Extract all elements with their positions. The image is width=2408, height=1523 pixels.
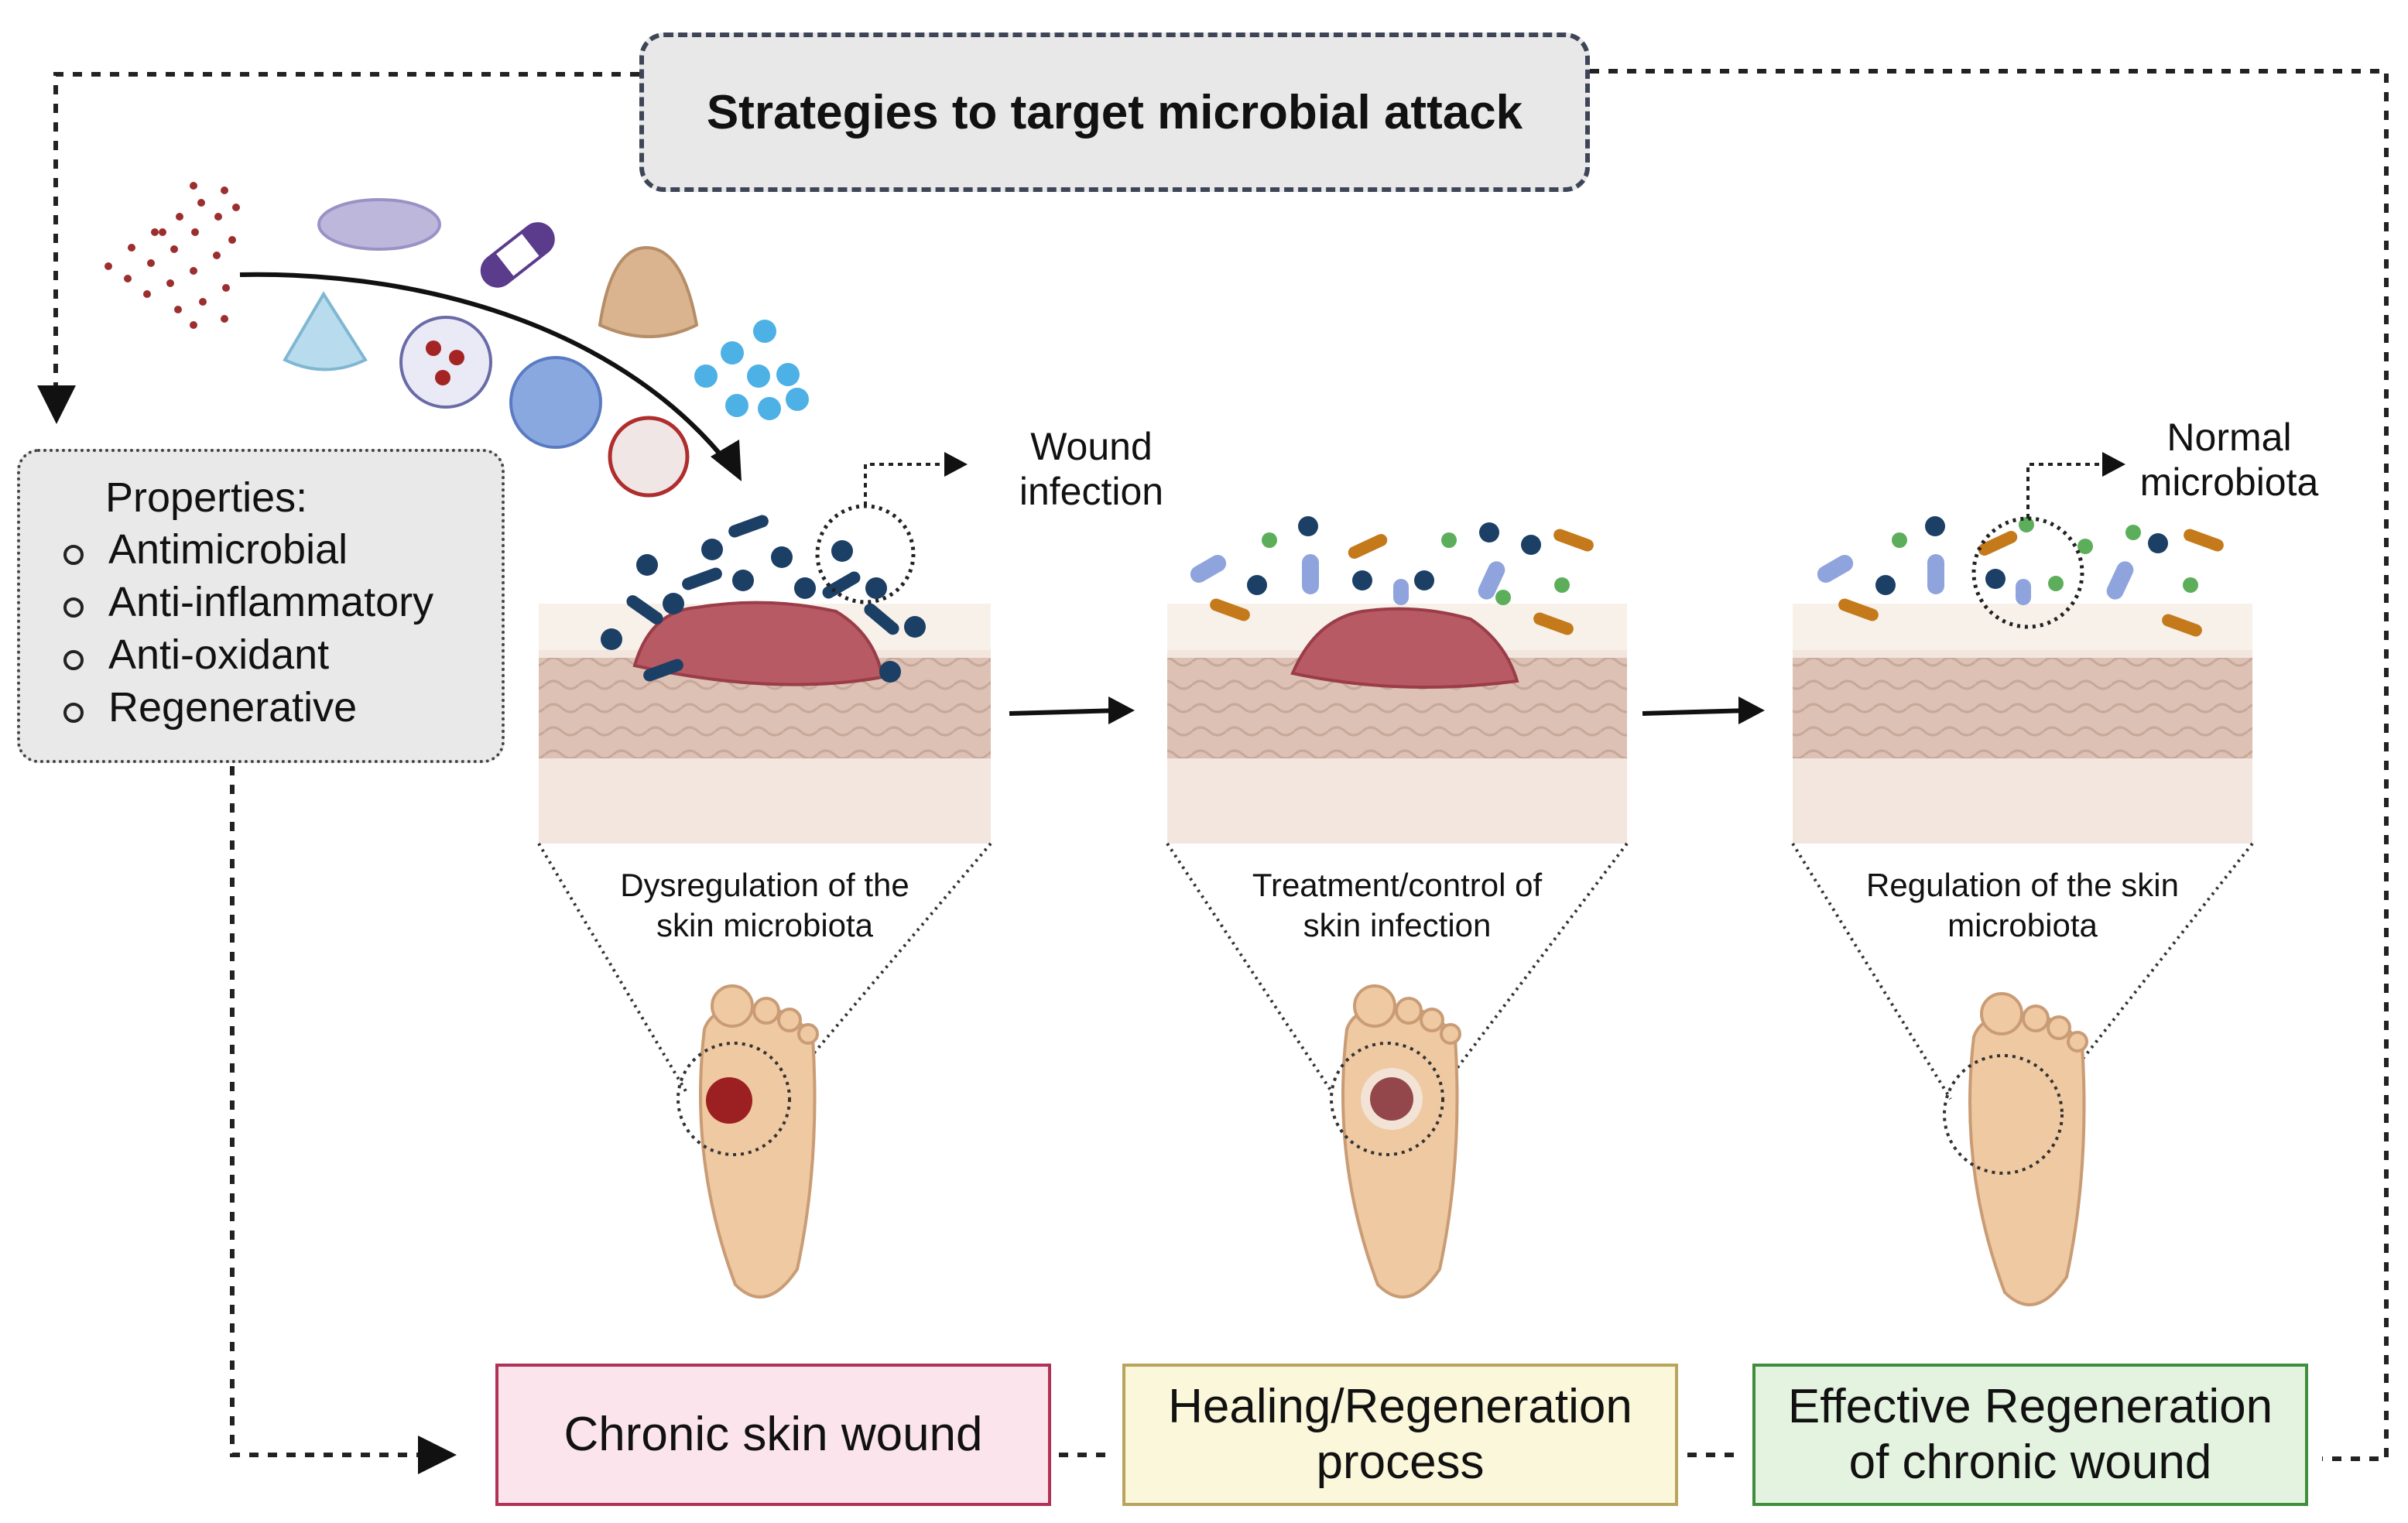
foot-1 xyxy=(677,984,819,1299)
arrow-panel1-to-panel2-head xyxy=(1108,696,1135,724)
panel-2-caption-line1: Treatment/control of xyxy=(1252,867,1543,903)
stage-3-line1: Effective Regeneration xyxy=(1787,1380,2273,1433)
wound-infection-pointer xyxy=(864,463,946,506)
nanofiber-sphere-icon xyxy=(399,316,492,409)
pathogenic-bacteria xyxy=(601,515,926,683)
bandage-icon xyxy=(480,222,555,288)
panel-2-caption: Treatment/control of skin infection xyxy=(1167,865,1627,946)
stage-1-line1: Chronic skin wound xyxy=(563,1408,983,1461)
stage-chronic-wound-box: Chronic skin wound xyxy=(495,1364,1051,1506)
normal-microbiota-pointer xyxy=(2026,463,2104,519)
normal-microbiota-panel-3 xyxy=(1817,516,2224,637)
outer-dotted-loop xyxy=(53,69,2389,1461)
liposome-sphere-icon xyxy=(509,356,602,449)
microsphere-cluster-icon xyxy=(694,320,809,420)
property-item: Antimicrobial xyxy=(20,523,502,576)
panel-3-caption-line1: Regulation of the skin xyxy=(1866,867,2179,903)
title-box: Strategies to target microbial attack xyxy=(639,33,1590,192)
arrow-panel1-to-panel2 xyxy=(1009,708,1120,716)
wound-infection-arrowhead xyxy=(944,452,968,477)
arrowhead-down xyxy=(37,385,76,424)
diagram-title: Strategies to target microbial attack xyxy=(706,85,1523,139)
panel-1-caption-line1: Dysregulation of the xyxy=(620,867,909,903)
stage-2-line1: Healing/Regeneration xyxy=(1168,1380,1632,1433)
wound-infection-line1: Wound xyxy=(1030,425,1153,468)
normal-microbiota-line1: Normal xyxy=(2167,416,2292,459)
normal-microbiota-zoom-circle xyxy=(1971,516,2084,629)
foot-3 xyxy=(1943,992,2088,1306)
property-item: Regenerative xyxy=(20,681,502,734)
zoom-lines xyxy=(537,842,2254,1100)
foot-2 xyxy=(1330,984,1461,1299)
skin-panel-2 xyxy=(1167,604,1627,844)
stage-2-line2: process xyxy=(1316,1436,1485,1489)
normal-microbiota-arrowhead xyxy=(2102,452,2125,477)
wound-infection-line2: infection xyxy=(1019,470,1164,513)
stage-3-line2: of chronic wound xyxy=(1848,1436,2212,1489)
fiber-ball-icon xyxy=(608,416,690,498)
normal-microbiota-label: Normal microbiota xyxy=(2121,415,2338,505)
nanoparticle-red-dot xyxy=(426,341,441,356)
skin-panel-1 xyxy=(539,601,991,844)
arrow-panel2-to-panel3-head xyxy=(1738,696,1765,724)
property-item: Anti-inflammatory xyxy=(20,576,502,628)
delivery-arrowhead xyxy=(711,440,742,481)
panel-1-caption-line2: skin microbiota xyxy=(656,907,874,943)
properties-box: Properties: Antimicrobial Anti-inflammat… xyxy=(17,449,505,763)
skin-panel-3 xyxy=(1793,604,2252,844)
spray-particles xyxy=(104,182,240,329)
arrowhead-right xyxy=(418,1436,457,1474)
panel-3-caption-line2: microbiota xyxy=(1947,907,2098,943)
delivery-arrow xyxy=(239,272,734,470)
arrow-panel2-to-panel3 xyxy=(1642,708,1750,716)
panel-1-caption: Dysregulation of the skin microbiota xyxy=(539,865,991,946)
hydrogel-cloud-icon xyxy=(317,198,441,251)
panel-2-caption-line2: skin infection xyxy=(1303,907,1492,943)
scaffold-dome-icon xyxy=(598,245,699,338)
properties-heading: Properties: xyxy=(105,474,308,521)
stage-healing-box: Healing/Regeneration process xyxy=(1122,1364,1678,1506)
wound-infection-label: Wound infection xyxy=(1006,424,1177,514)
normal-microbiota-line2: microbiota xyxy=(2139,460,2319,504)
properties-list: Antimicrobial Anti-inflammatory Anti-oxi… xyxy=(20,523,502,734)
panel-3-caption: Regulation of the skin microbiota xyxy=(1793,865,2252,946)
mixed-microbiota-panel-2 xyxy=(1190,516,1594,635)
stage-effective-regeneration-box: Effective Regeneration of chronic wound xyxy=(1752,1364,2308,1506)
property-item: Anti-oxidant xyxy=(20,628,502,681)
pyramid-gel-icon xyxy=(283,291,368,371)
nanoparticle-red-dot xyxy=(449,350,464,365)
nanoparticle-red-dot xyxy=(435,370,450,385)
